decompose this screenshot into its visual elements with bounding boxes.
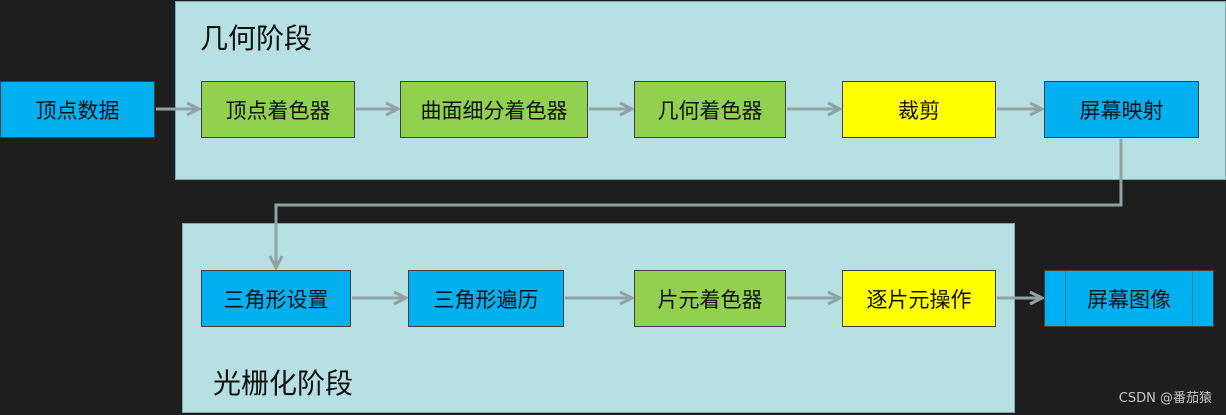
screen-image-label: 屏幕图像	[1087, 287, 1171, 312]
geometry-stage-title: 几何阶段	[200, 22, 313, 55]
node-clipping: 裁剪	[842, 81, 996, 138]
node-vertex-data: 顶点数据	[0, 81, 155, 138]
raster-stage-title: 光栅化阶段	[213, 367, 354, 400]
watermark: CSDN @番茄猿	[1118, 391, 1212, 406]
node-screen-mapping: 屏幕映射	[1044, 81, 1199, 138]
node-tessellation-shader: 曲面细分着色器	[400, 81, 588, 138]
arrow-screenmapping-to-trianglesetup	[276, 139, 1123, 268]
screen-image-left-rule	[1065, 271, 1066, 326]
node-vertex-shader: 顶点着色器	[201, 81, 355, 138]
node-triangle-setup: 三角形设置	[201, 270, 351, 327]
node-triangle-traversal: 三角形遍历	[408, 270, 564, 327]
node-geometry-shader: 几何着色器	[634, 81, 786, 138]
screen-image-right-rule	[1192, 271, 1193, 326]
node-fragment-shader: 片元着色器	[634, 270, 786, 327]
node-per-fragment-ops: 逐片元操作	[842, 270, 996, 327]
node-screen-image: 屏幕图像	[1044, 270, 1214, 327]
